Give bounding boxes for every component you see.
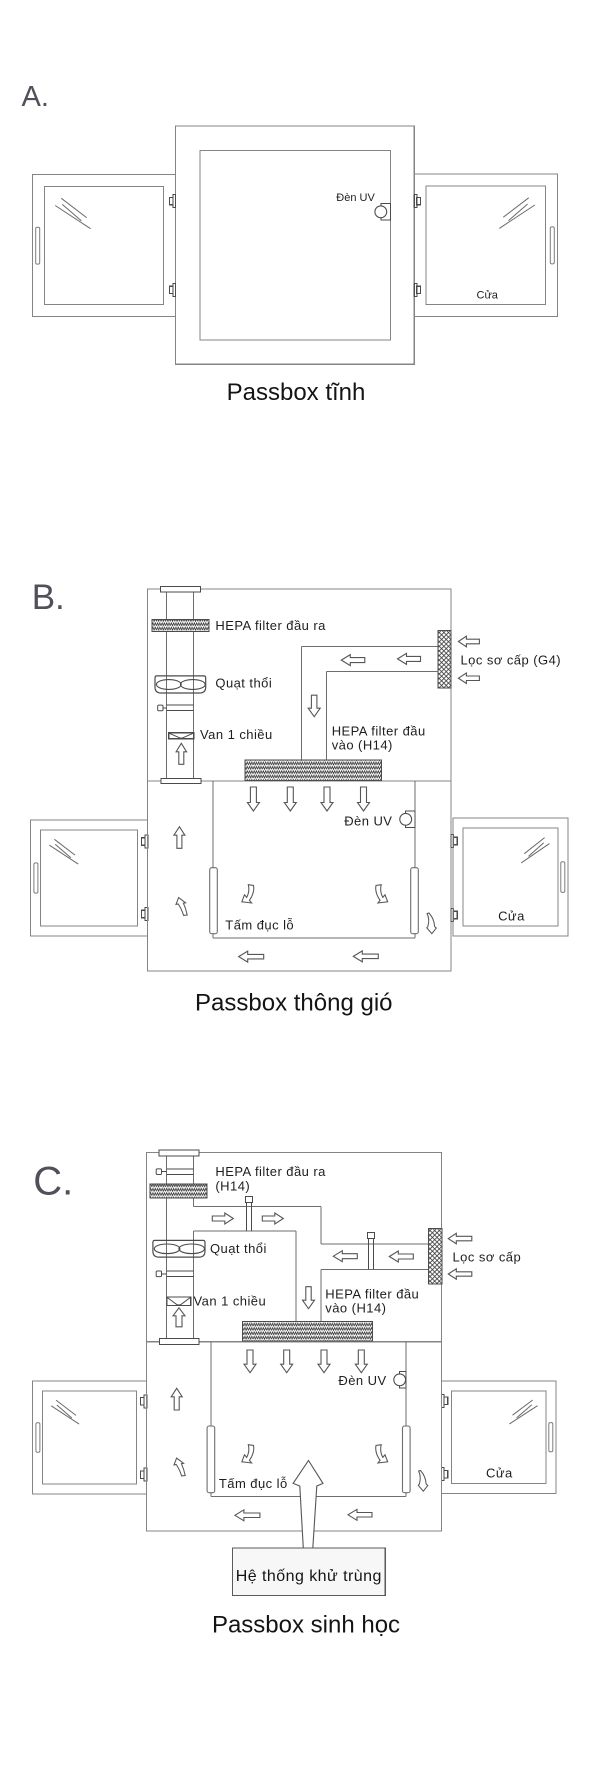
svg-text:B.: B.	[32, 578, 65, 617]
svg-text:Cửa: Cửa	[486, 1466, 513, 1481]
svg-text:HEPA filter đầu ra: HEPA filter đầu ra	[215, 618, 326, 633]
svg-text:Passbox tĩnh: Passbox tĩnh	[227, 379, 366, 406]
svg-text:vào (H14): vào (H14)	[325, 1301, 386, 1316]
svg-text:C.: C.	[33, 1160, 73, 1204]
svg-text:Cửa: Cửa	[477, 289, 499, 301]
svg-text:(H14): (H14)	[215, 1178, 250, 1193]
svg-text:HEPA filter đầu ra: HEPA filter đầu ra	[215, 1164, 326, 1179]
svg-text:Cửa: Cửa	[498, 908, 525, 923]
svg-text:Hệ thống khử trùng: Hệ thống khử trùng	[236, 1568, 382, 1585]
svg-text:Quạt thổi: Quạt thổi	[215, 675, 272, 690]
svg-text:Tấm đục lỗ: Tấm đục lỗ	[225, 918, 294, 933]
svg-text:Quạt thổi: Quạt thổi	[210, 1241, 267, 1256]
svg-text:Đèn UV: Đèn UV	[338, 1373, 386, 1388]
svg-text:Tấm đục lỗ: Tấm đục lỗ	[219, 1476, 288, 1491]
svg-text:HEPA filter đầu: HEPA filter đầu	[332, 724, 426, 739]
svg-text:Van 1 chiều: Van 1 chiều	[194, 1293, 267, 1308]
svg-text:Đèn UV: Đèn UV	[344, 813, 392, 828]
svg-text:Lọc sơ cấp: Lọc sơ cấp	[453, 1249, 522, 1264]
svg-text:HEPA filter đầu: HEPA filter đầu	[325, 1287, 419, 1302]
svg-text:Passbox sinh học: Passbox sinh học	[212, 1612, 400, 1639]
svg-text:Đèn UV: Đèn UV	[336, 192, 375, 204]
svg-text:Van 1 chiều: Van 1 chiều	[200, 727, 273, 742]
svg-text:vào (H14): vào (H14)	[332, 738, 393, 753]
svg-text:A.: A.	[22, 81, 49, 113]
svg-text:Passbox thông gió: Passbox thông gió	[195, 990, 392, 1017]
svg-text:Lọc sơ cấp (G4): Lọc sơ cấp (G4)	[461, 652, 562, 667]
